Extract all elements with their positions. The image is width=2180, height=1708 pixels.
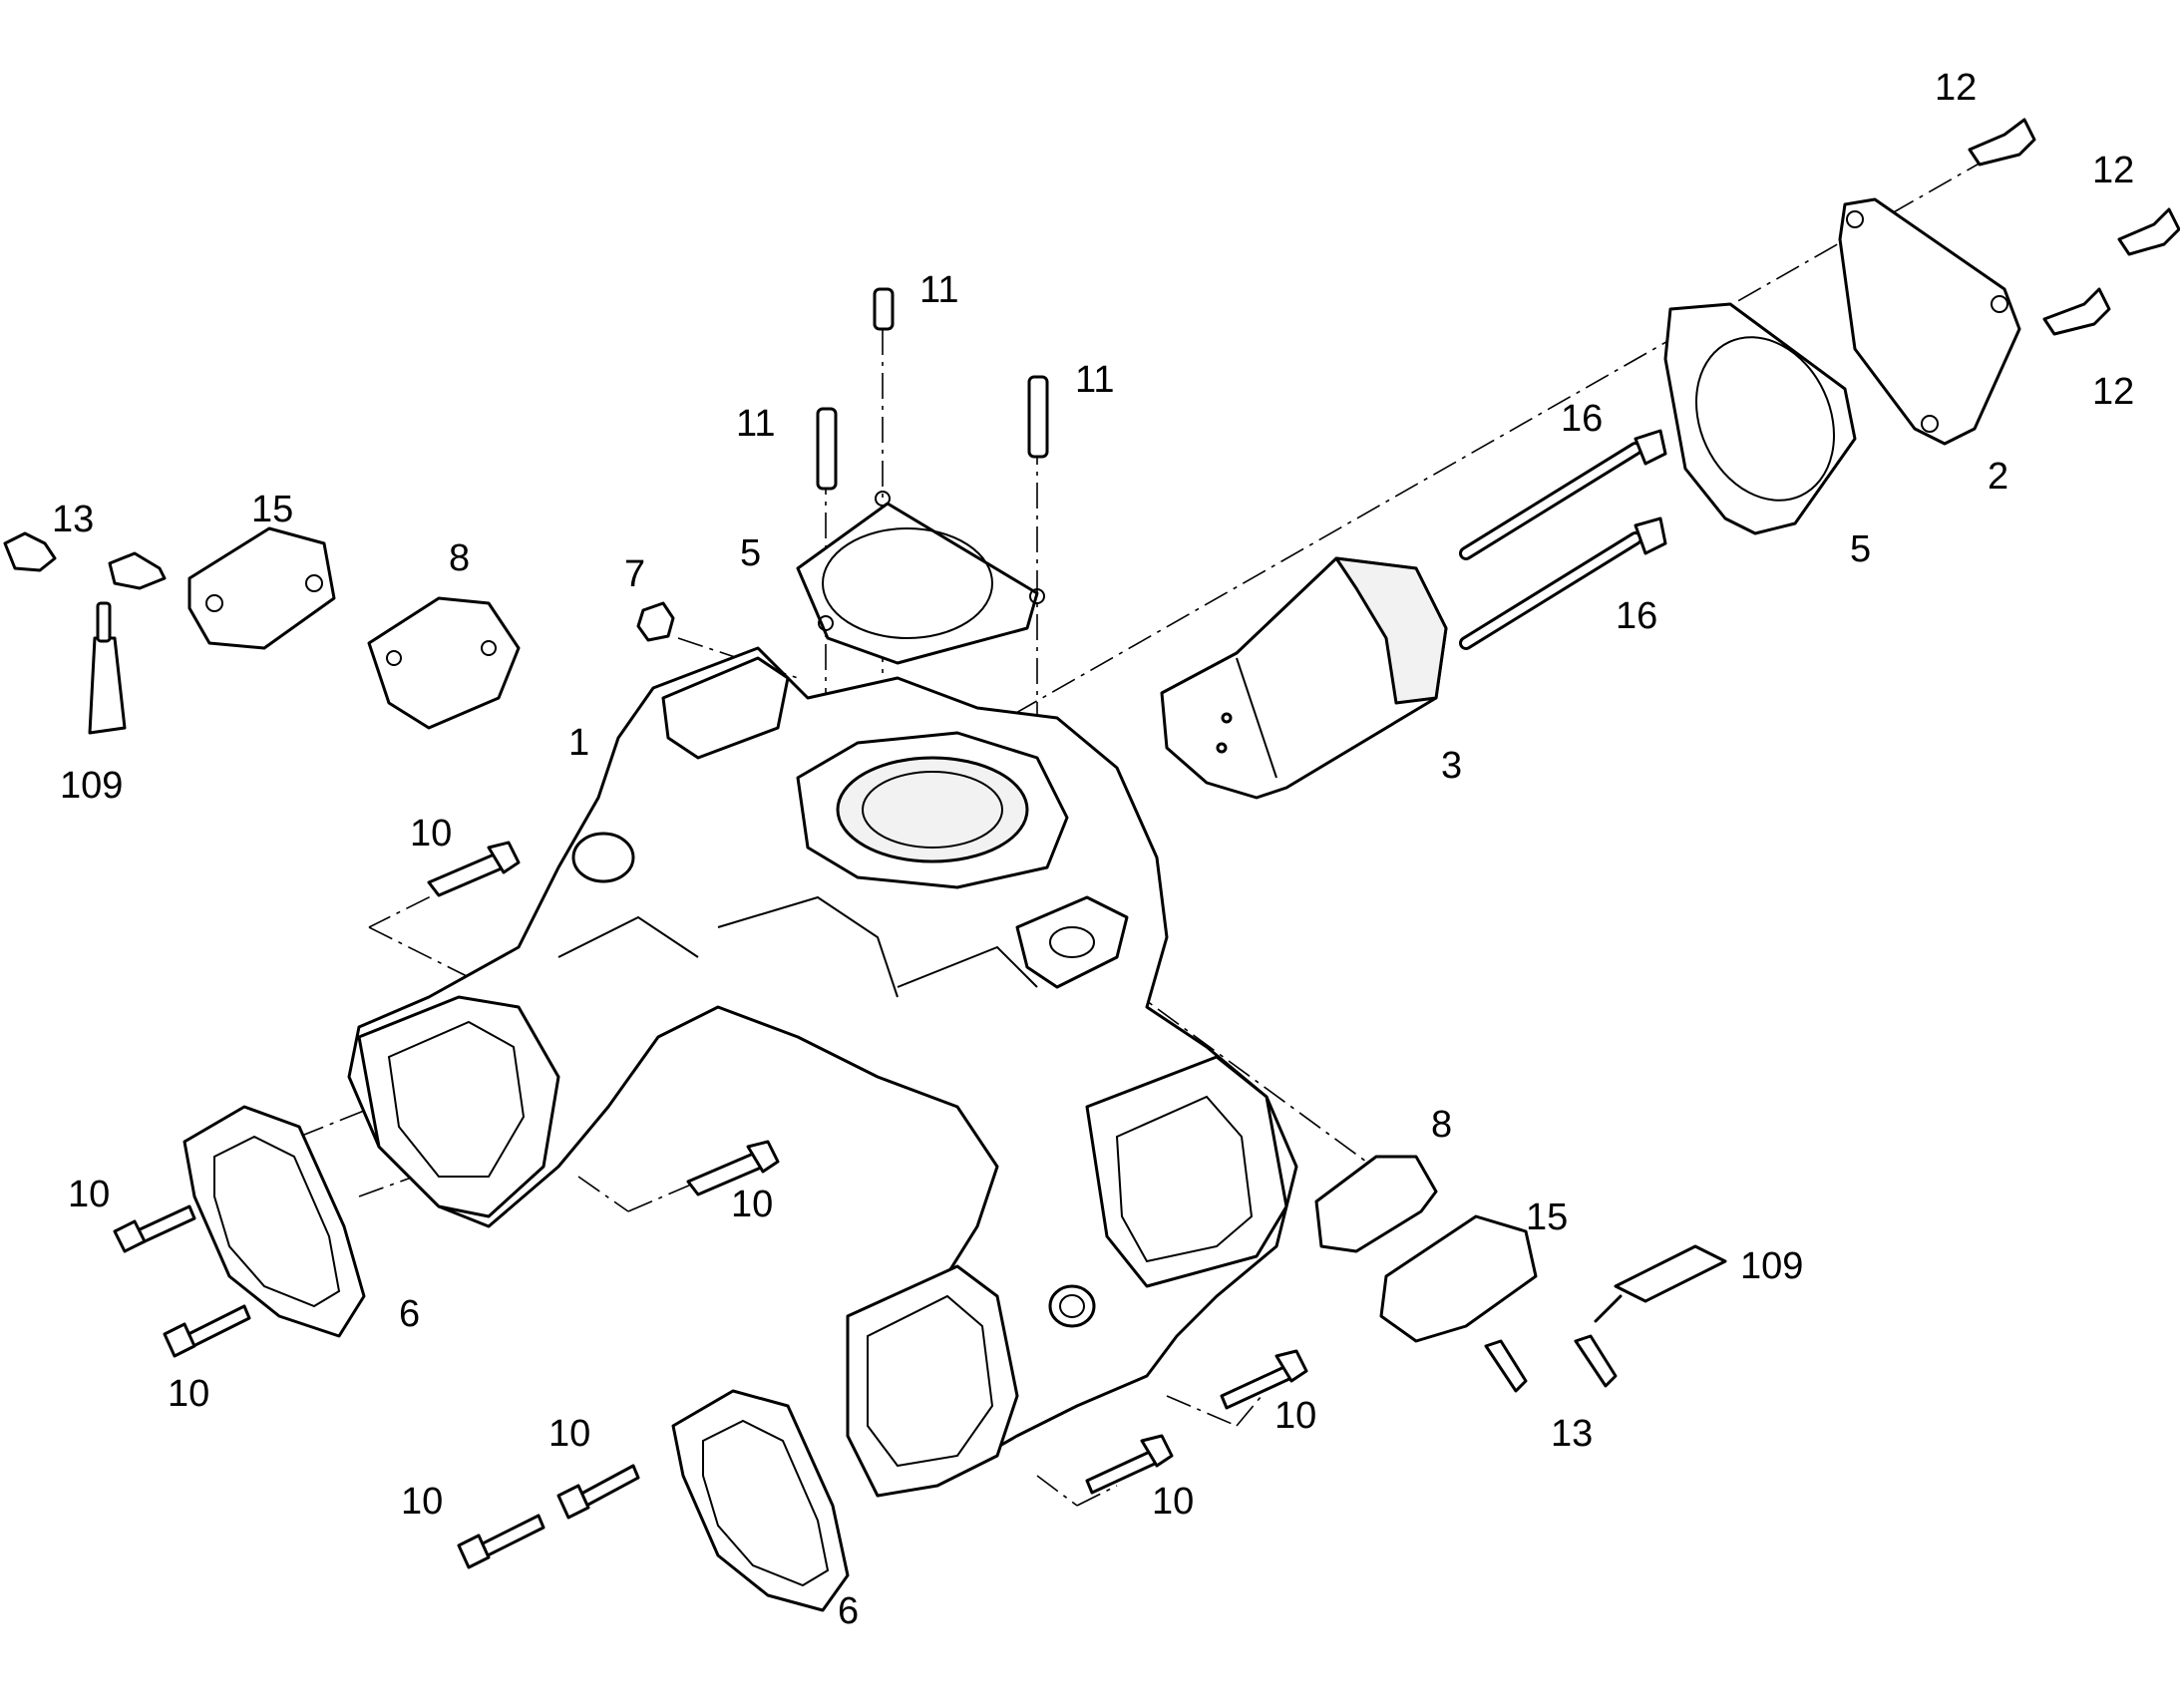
callout-8: 8 [449, 537, 470, 579]
callout-15: 15 [1526, 1196, 1568, 1238]
callout-13: 13 [1551, 1413, 1593, 1455]
manifold-housing [347, 646, 1298, 1498]
callout-2: 2 [1988, 456, 2008, 498]
callout-3: 3 [1441, 745, 1462, 787]
callout-11: 11 [919, 269, 958, 311]
cover-bolts [1968, 118, 2180, 336]
callout-6: 6 [399, 1293, 420, 1335]
callout-10: 10 [410, 813, 452, 854]
right-accessories [1314, 1155, 1727, 1393]
callout-labels: 12 12 12 2 5 16 16 3 11 11 11 5 7 1 13 1… [52, 67, 2134, 1632]
cooler-element [1160, 556, 1448, 800]
callout-12: 12 [2092, 371, 2134, 413]
callout-11: 11 [736, 403, 775, 445]
cover-plate [1838, 197, 2021, 446]
left-accessories [3, 526, 521, 735]
callout-10: 10 [401, 1481, 443, 1523]
callout-8: 8 [1431, 1104, 1452, 1146]
callout-10: 10 [68, 1174, 110, 1215]
callout-5: 5 [1850, 528, 1871, 570]
callout-16: 16 [1561, 398, 1603, 440]
callout-13: 13 [52, 499, 94, 540]
callout-109: 109 [60, 765, 123, 807]
callout-10: 10 [1274, 1395, 1316, 1437]
callout-12: 12 [1935, 67, 1977, 109]
callout-10: 10 [1152, 1481, 1194, 1523]
callout-10: 10 [731, 1184, 773, 1225]
callout-10: 10 [168, 1373, 209, 1415]
callout-109: 109 [1740, 1245, 1803, 1287]
callout-6: 6 [838, 1590, 859, 1632]
callout-1: 1 [568, 722, 589, 764]
long-bolts [1459, 429, 1667, 650]
callout-5: 5 [740, 532, 761, 574]
callout-16: 16 [1616, 595, 1657, 637]
plug [636, 601, 675, 642]
studs [816, 287, 1049, 491]
callout-11: 11 [1075, 359, 1114, 401]
callout-15: 15 [251, 489, 293, 530]
callout-7: 7 [624, 553, 645, 595]
callout-10: 10 [548, 1413, 590, 1455]
gasket-throttle [796, 491, 1045, 665]
flange-bolts [113, 841, 1308, 1569]
gasket-cover [1663, 302, 1857, 535]
gaskets-outlet [182, 1105, 850, 1612]
callout-12: 12 [2092, 150, 2134, 191]
